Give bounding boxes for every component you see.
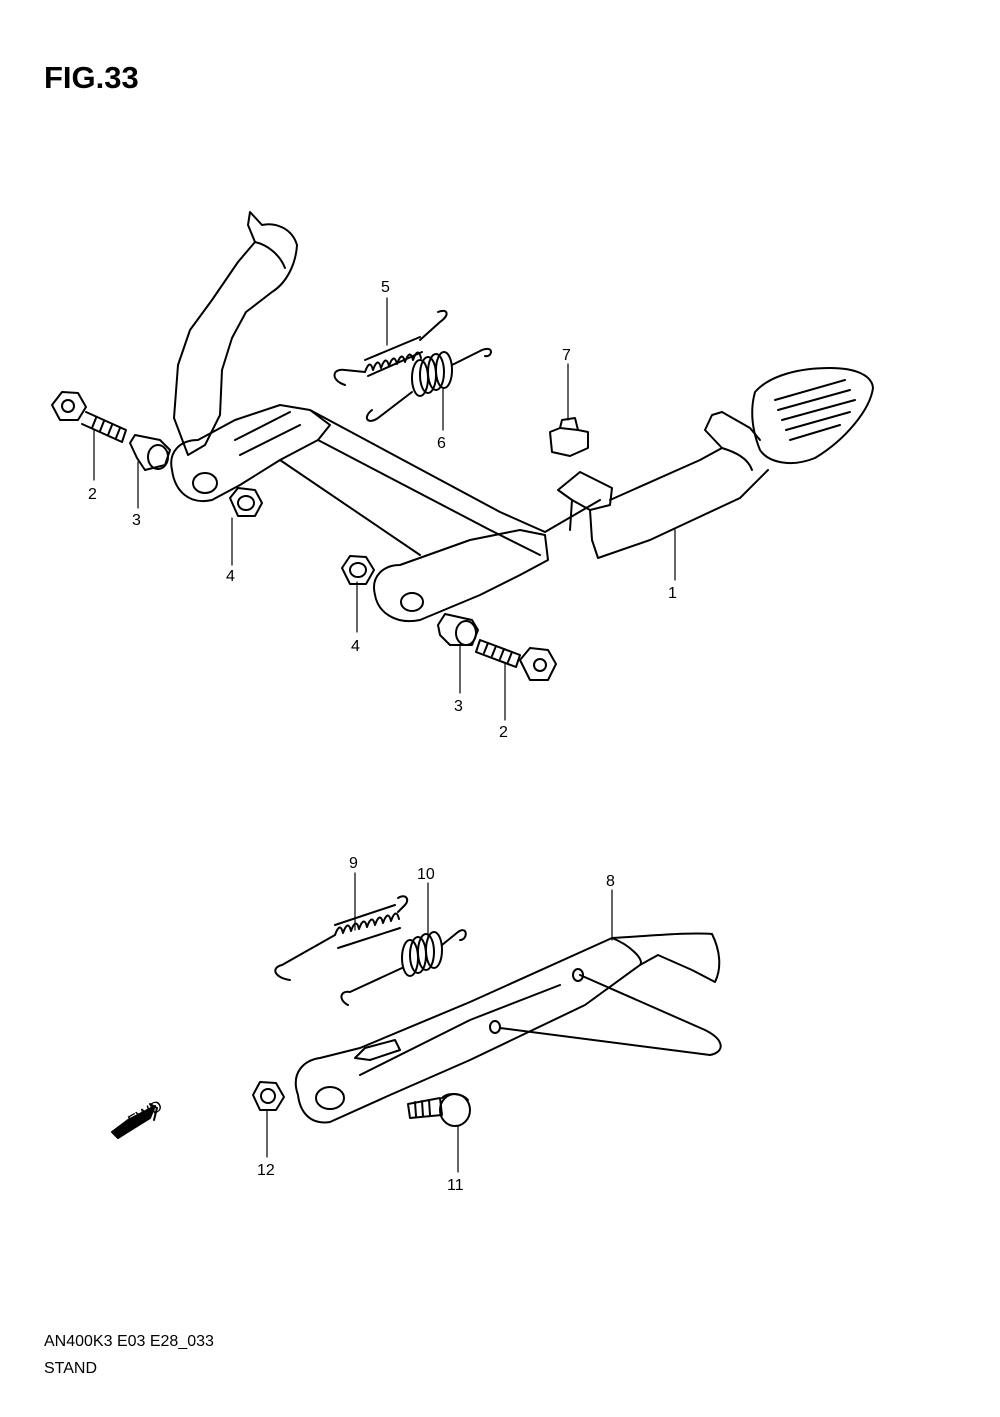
- callout-12: 12: [257, 1162, 275, 1179]
- callout-1: 1: [668, 585, 677, 602]
- leader-lines: [93, 297, 676, 1173]
- fwd-label: FWD: [126, 1098, 166, 1131]
- callout-4-lower: 4: [351, 638, 360, 655]
- callout-7: 7: [562, 347, 571, 364]
- center-stand: [170, 211, 874, 623]
- callout-5: 5: [381, 279, 390, 296]
- collar-lower: [437, 613, 479, 646]
- callout-3-upper: 3: [132, 512, 141, 529]
- figure-title: FIG.33: [44, 60, 139, 95]
- callout-2-lower: 2: [499, 724, 508, 741]
- collar-upper: [129, 434, 171, 471]
- spring-6: [365, 347, 492, 422]
- side-stand: [294, 932, 722, 1124]
- fwd-arrow-icon: [111, 1103, 158, 1139]
- nut-lower: [341, 555, 375, 585]
- nut-upper: [229, 487, 263, 517]
- spring-9: [274, 895, 409, 981]
- callout-10: 10: [417, 866, 435, 883]
- spring-10: [340, 929, 467, 1006]
- callout-3-lower: 3: [454, 698, 463, 715]
- callout-6: 6: [437, 435, 446, 452]
- bolt-lower-right: [475, 639, 557, 681]
- spring-5: [333, 309, 448, 386]
- bolt-upper-left: [51, 391, 127, 443]
- diagram-name: STAND: [44, 1360, 98, 1377]
- callout-9: 9: [349, 855, 358, 872]
- diagram-code: AN400K3 E03 E28_033: [44, 1333, 214, 1350]
- callout-8: 8: [606, 873, 615, 890]
- stopper: [549, 417, 589, 457]
- callout-2-upper: 2: [88, 486, 97, 503]
- side-stand-bolt: [407, 1093, 471, 1127]
- callout-4-upper: 4: [226, 568, 235, 585]
- side-stand-nut: [252, 1081, 285, 1111]
- callout-11: 11: [447, 1177, 464, 1194]
